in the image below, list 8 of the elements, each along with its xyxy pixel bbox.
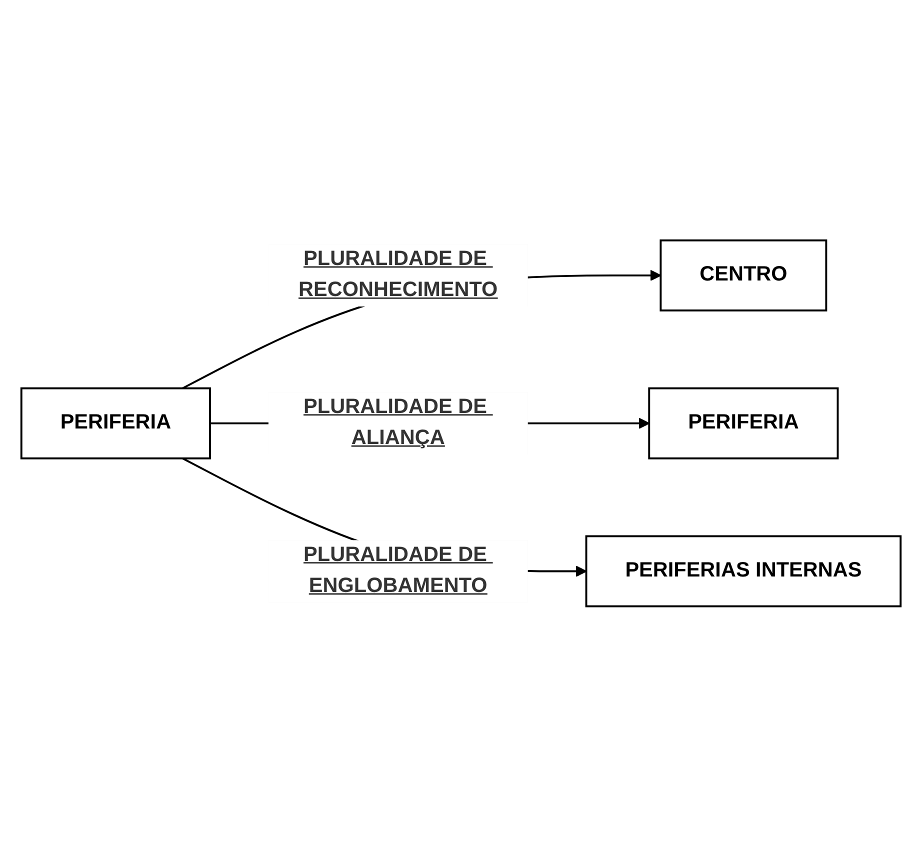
node-box: [660, 239, 828, 312]
edge-label: PLURALIDADE DE ENGLOBAMENTO: [304, 544, 488, 597]
node-box: [585, 534, 902, 607]
edge-label: PLURALIDADE DE RECONHECIMENTO: [298, 248, 498, 302]
node-box: [648, 386, 839, 459]
edge-label: PLURALIDADE DE ALIANÇA: [304, 396, 487, 449]
diagram: PLURALIDADE DE RECONHECIMENTO PLURALIDADE DE ALIANÇA PLURALIDADE DE ENGLOBAMENTO CENTRO PERIFERIA PERIFERIA PERIFERIAS INTERNAS: [11, 230, 911, 616]
node-box: [20, 386, 211, 459]
